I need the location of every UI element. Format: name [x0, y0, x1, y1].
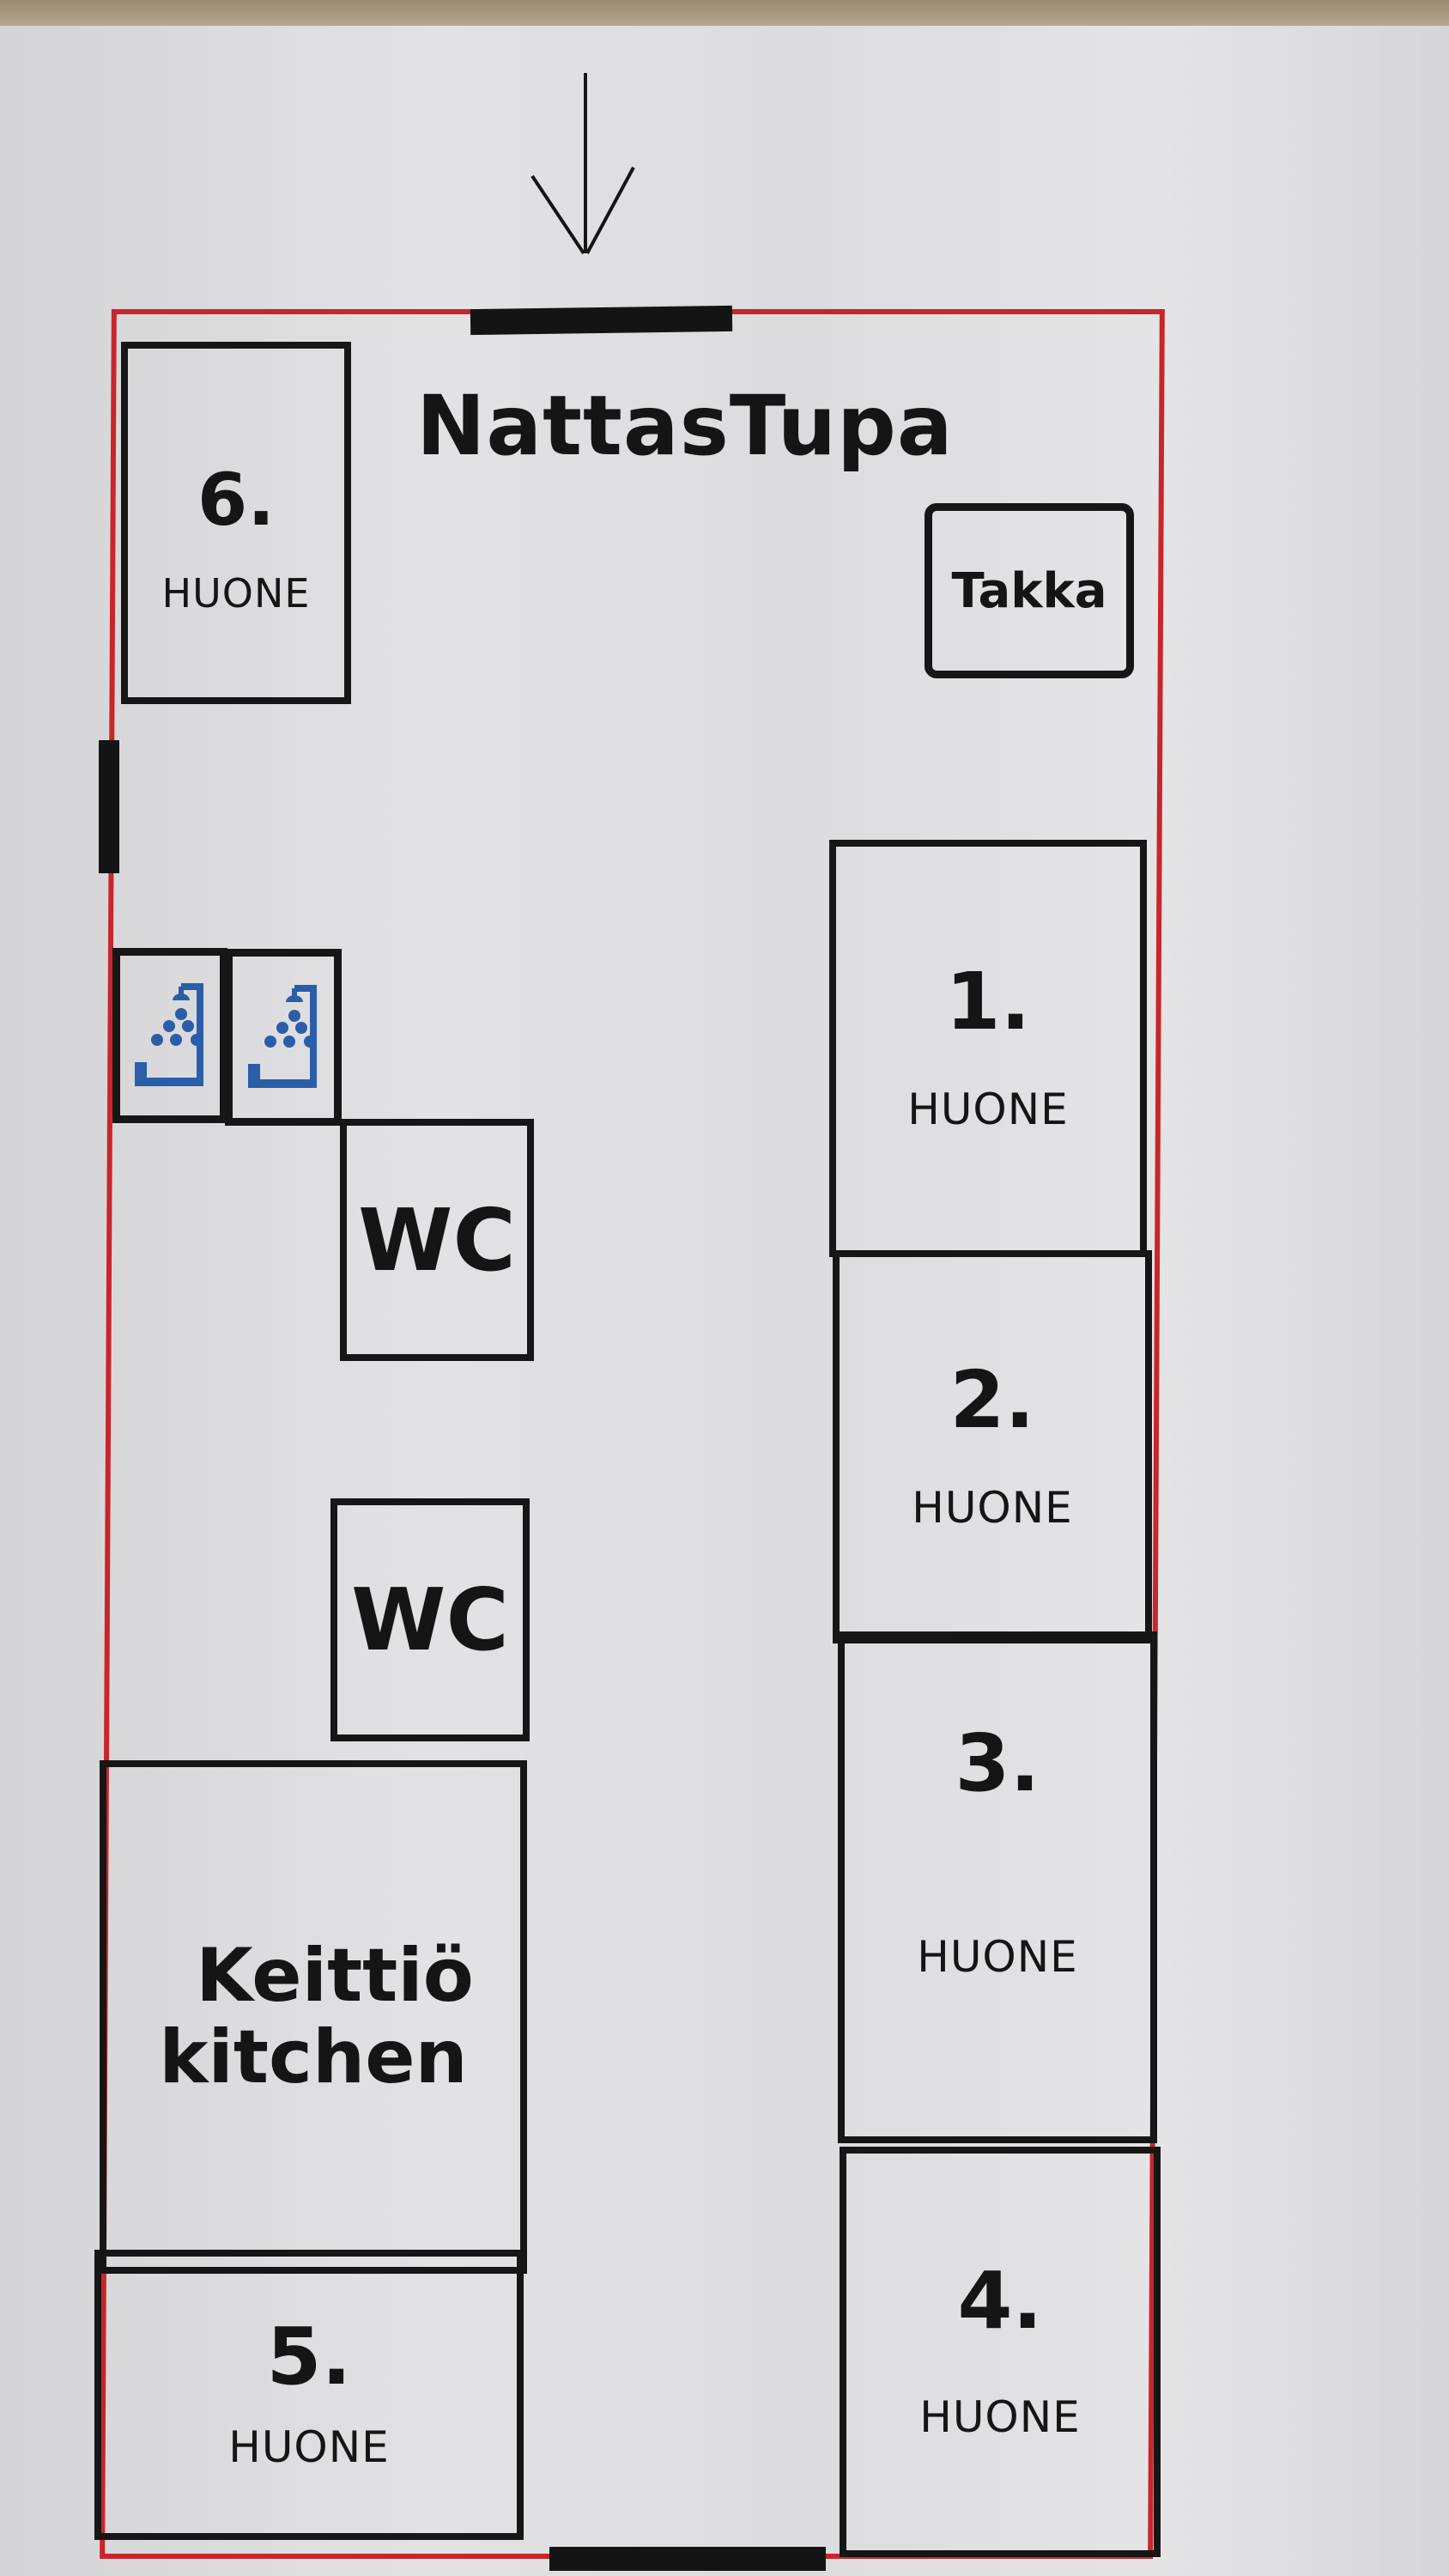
paper-sheet: [0, 26, 1449, 2576]
entrance-door-bottom: [549, 2547, 826, 2571]
room-4: 4. HUONE: [840, 2147, 1161, 2557]
room-number: 1.: [945, 956, 1031, 1048]
shower-2: [225, 949, 342, 1126]
room-label: HUONE: [161, 570, 311, 617]
kitchen-label-fi: Keittiö: [196, 1933, 474, 2020]
wc-label: WC: [351, 1570, 509, 1670]
fireplace: Takka: [925, 503, 1134, 678]
room-number: 5.: [266, 2311, 352, 2403]
plan-title: NattasTupa: [416, 378, 954, 474]
shower-icon: [248, 985, 317, 1088]
wc-2: WC: [330, 1498, 530, 1741]
room-1: 1. HUONE: [829, 840, 1147, 1257]
room-6: 6. HUONE: [121, 342, 351, 704]
kitchen-label-en: kitchen: [159, 2014, 468, 2100]
wc-label: WC: [358, 1189, 516, 1291]
room-label: HUONE: [917, 1932, 1078, 1982]
room-3: 3. HUONE: [838, 1631, 1157, 2143]
arrow-down-icon: [530, 73, 635, 255]
room-5: 5. HUONE: [94, 2250, 524, 2540]
room-label: HUONE: [228, 2422, 390, 2472]
room-label: HUONE: [919, 2392, 1081, 2442]
room-number: 4.: [957, 2255, 1043, 2347]
room-number: 3.: [955, 1717, 1040, 1809]
entrance-door-top: [470, 305, 733, 336]
shower-icon: [135, 983, 203, 1086]
room-2: 2. HUONE: [833, 1250, 1152, 1643]
kitchen: Keittiö kitchen: [100, 1760, 527, 2274]
wc-1: WC: [340, 1119, 534, 1361]
shower-1: [112, 948, 227, 1123]
fireplace-label: Takka: [951, 562, 1107, 619]
side-door-left: [99, 740, 119, 873]
room-label: HUONE: [907, 1084, 1069, 1134]
room-number: 6.: [197, 458, 276, 542]
room-number: 2.: [949, 1354, 1035, 1446]
room-label: HUONE: [912, 1483, 1073, 1533]
